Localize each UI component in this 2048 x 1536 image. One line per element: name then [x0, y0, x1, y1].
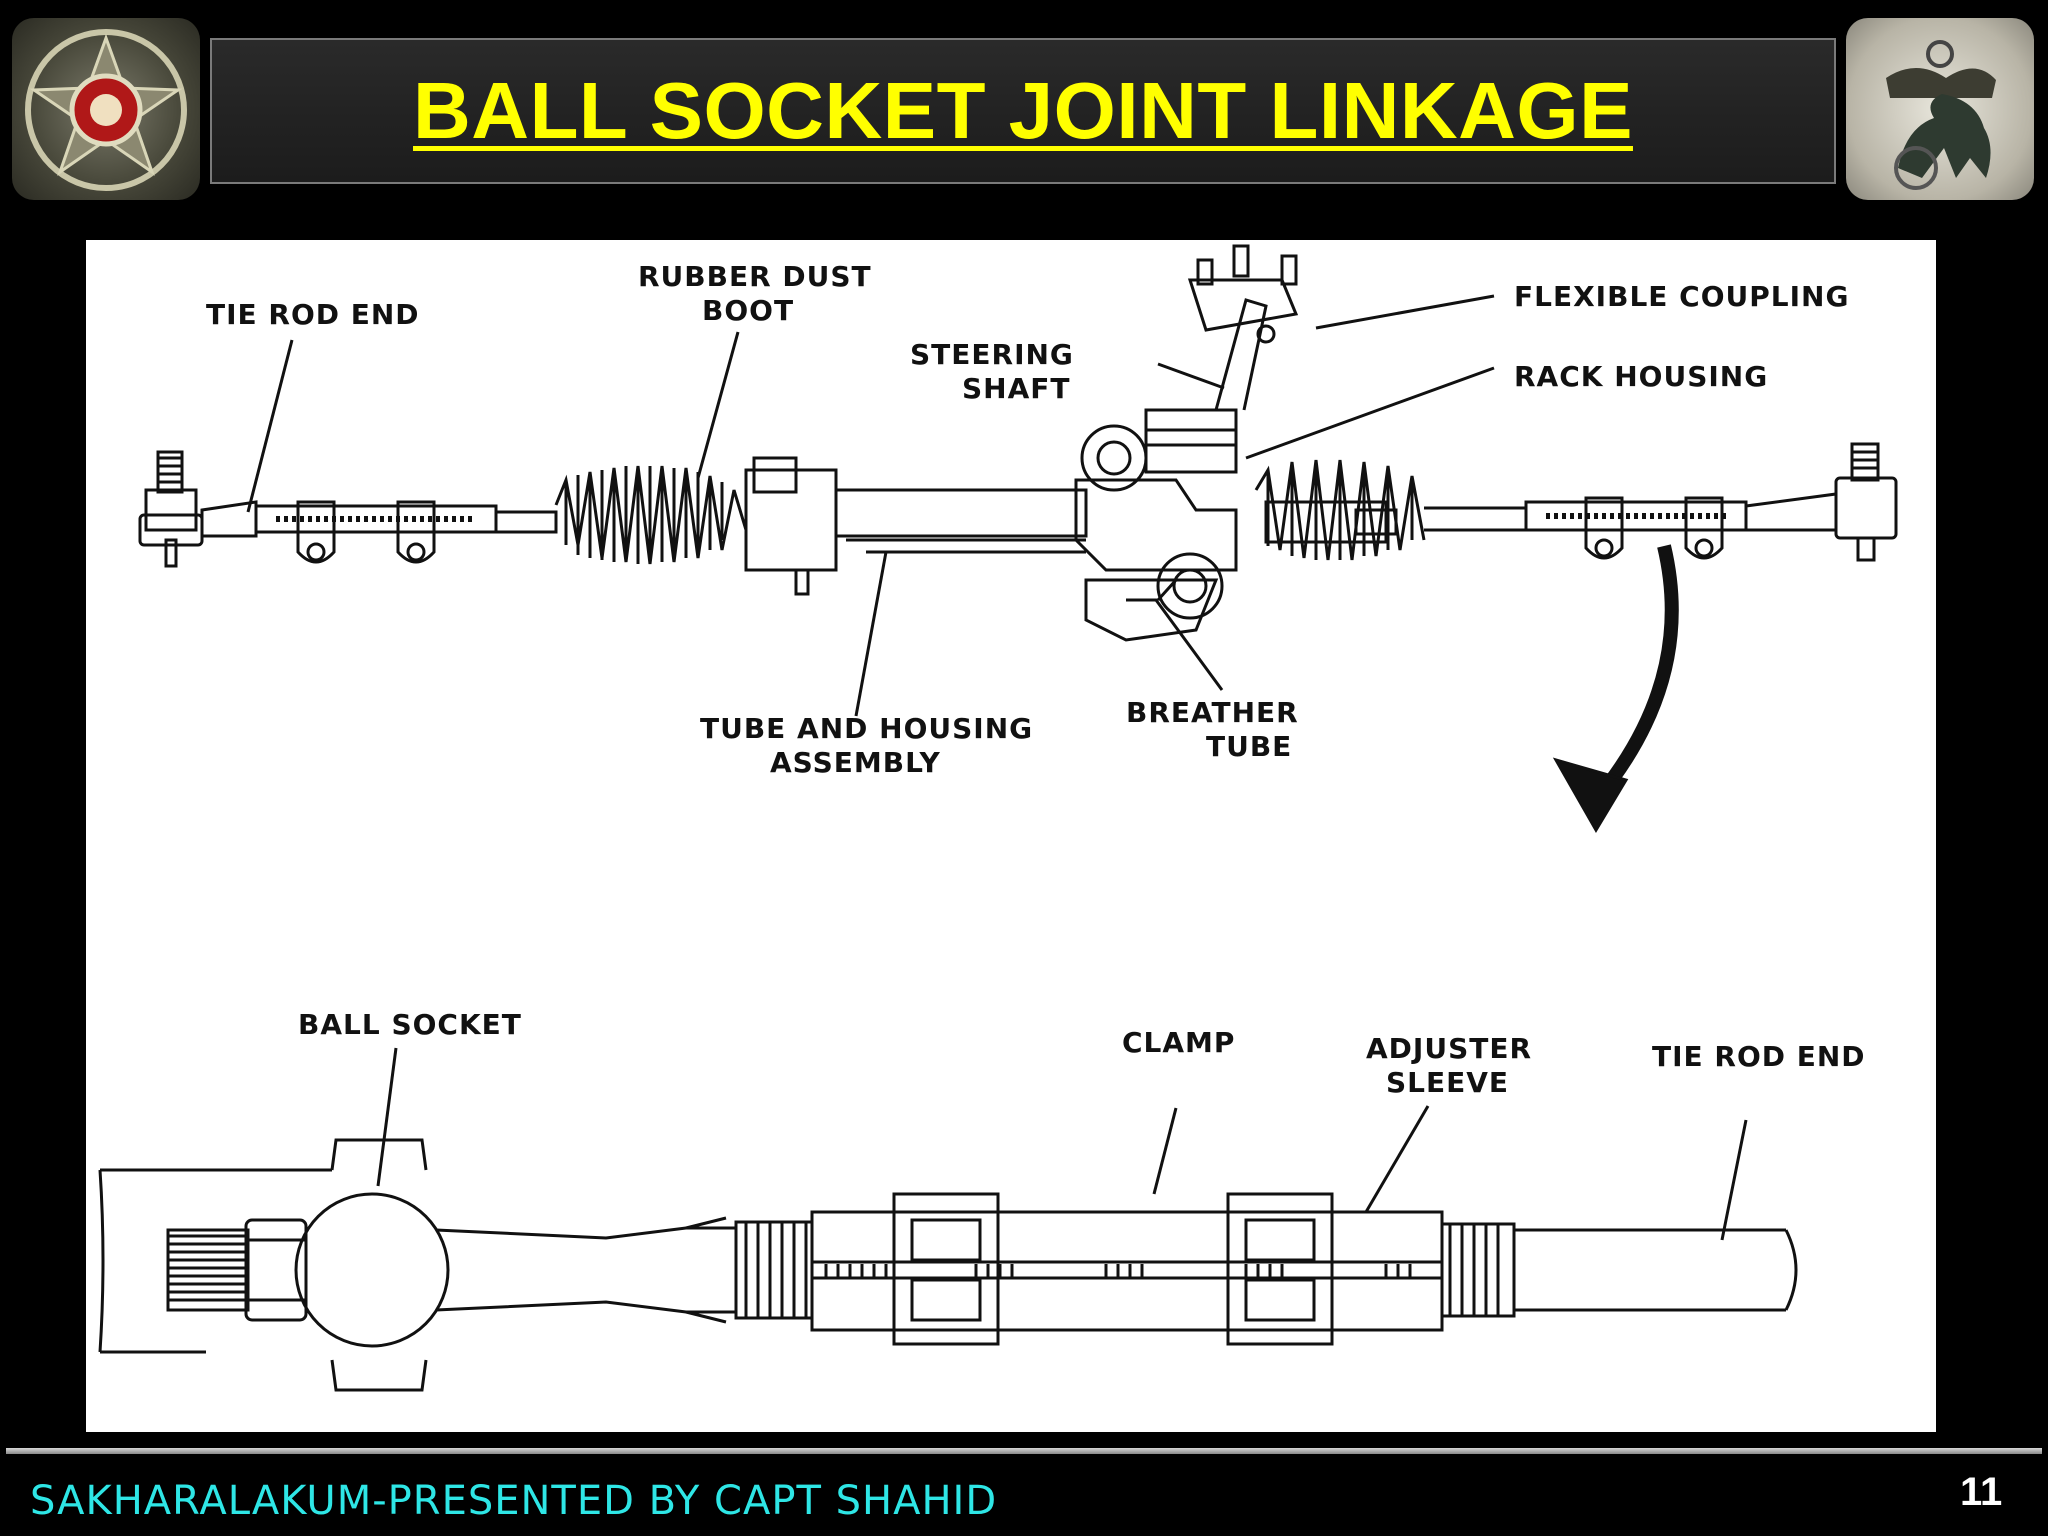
label-steering-shaft-2: SHAFT	[962, 372, 1071, 405]
label-adjuster-sleeve-2: SLEEVE	[1386, 1066, 1509, 1099]
right-adjuster-sleeve-drawing	[1524, 496, 1748, 560]
right-rubber-boot-drawing	[1254, 459, 1426, 561]
page-number: 11	[1960, 1470, 2003, 1514]
curved-arrow-icon	[1590, 544, 1679, 805]
right-emblem-logo	[1846, 18, 2034, 200]
footer-credit: SAKHARALAKUM-PRESENTED BY CAPT SHAHID	[30, 1478, 998, 1524]
rack-housing-drawing	[1074, 408, 1238, 642]
left-adjuster-sleeve-drawing	[254, 500, 498, 564]
steering-shaft-drawing	[1187, 244, 1299, 411]
right-tie-rod-end-drawing	[1744, 442, 1898, 562]
left-tie-rod-end-drawing	[138, 450, 258, 568]
tube-drawing	[846, 538, 1086, 554]
label-steering-shaft-1: STEERING	[910, 338, 1074, 371]
label-breather-tube-1: BREATHER	[1126, 696, 1299, 729]
left-emblem-logo	[12, 18, 200, 200]
label-clamp: CLAMP	[1122, 1026, 1235, 1059]
label-rubber-dust-boot-2: BOOT	[702, 294, 794, 327]
tie-rod-end-lower-drawing	[1440, 1222, 1798, 1318]
label-rack-housing: RACK HOUSING	[1514, 360, 1768, 393]
label-adjuster-sleeve-1: ADJUSTER	[1366, 1032, 1532, 1065]
steering-linkage-diagram: TIE ROD END RUBBER DUST BOOT STEERING SH…	[86, 240, 1936, 1432]
slide-title: BALL SOCKET JOINT LINKAGE	[413, 66, 1633, 155]
footer-divider	[6, 1448, 2042, 1454]
title-bar: BALL SOCKET JOINT LINKAGE	[210, 38, 1836, 184]
label-tube-housing-1: TUBE AND HOUSING	[700, 712, 1033, 745]
left-rubber-boot-drawing	[554, 465, 748, 565]
label-rubber-dust-boot-1: RUBBER DUST	[638, 260, 872, 293]
ball-socket-drawing	[98, 1138, 450, 1392]
label-tie-rod-end-bottom: TIE ROD END	[1652, 1040, 1866, 1073]
label-flexible-coupling: FLEXIBLE COUPLING	[1514, 280, 1849, 313]
label-ball-socket: BALL SOCKET	[298, 1008, 522, 1041]
label-breather-tube-2: TUBE	[1206, 730, 1292, 763]
housing-end-drawing	[744, 456, 1088, 596]
label-tube-housing-2: ASSEMBLY	[770, 746, 941, 779]
label-tie-rod-end-top: TIE ROD END	[206, 298, 420, 331]
adjuster-sleeve-lower-drawing	[810, 1192, 1444, 1346]
tie-rod-shaft-drawing	[435, 1216, 814, 1324]
